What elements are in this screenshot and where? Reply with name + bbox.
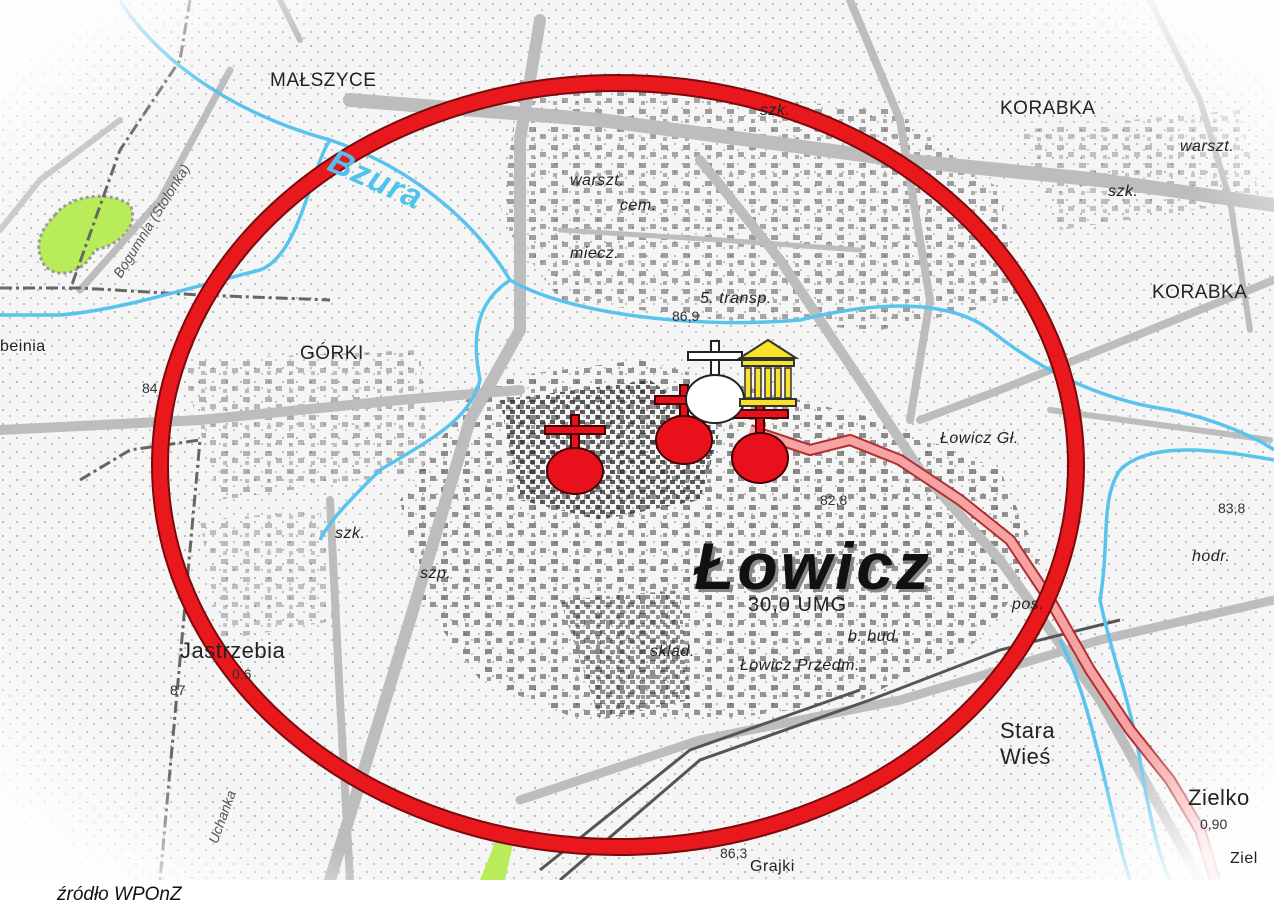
city-name-label: Łowicz	[694, 529, 933, 603]
feature-label: szk.	[335, 525, 366, 542]
feature-label: hodr.	[1192, 548, 1231, 565]
feature-label: szp.	[420, 565, 452, 582]
place-label: beinia	[0, 338, 46, 355]
feature-label: warszt.	[1180, 138, 1235, 155]
place-label: Ziel	[1230, 850, 1258, 867]
place-label: Łowicz Przedm.	[740, 657, 860, 674]
feature-label: sklad.	[650, 643, 695, 660]
feature-label: miecz.	[570, 245, 620, 262]
place-label: KORABKA	[1000, 98, 1096, 119]
map-canvas	[0, 0, 1274, 880]
place-label: Jastrzebia	[180, 638, 286, 663]
elevation-label: 0,90	[1200, 816, 1228, 832]
elevation-label: 86,3	[720, 845, 748, 861]
elevation-label: 82,8	[820, 492, 848, 508]
place-label: MAŁSZYCE	[270, 70, 377, 91]
place-label: Grajki	[750, 858, 795, 875]
city-population-label: 30,0 UMG	[748, 594, 848, 616]
place-label: Wieś	[1000, 744, 1051, 769]
elevation-label: 87	[170, 682, 186, 698]
elevation-label: 84	[142, 380, 158, 396]
elevation-label: 83,8	[1218, 500, 1246, 516]
place-label: Stara	[1000, 718, 1056, 743]
source-caption: źródło WPOnZ	[57, 884, 182, 905]
place-label: GÓRKI	[300, 343, 364, 364]
feature-label: szk.	[1108, 183, 1139, 200]
feature-label: cem.	[620, 197, 657, 214]
feature-label: 5. transp.	[700, 290, 772, 307]
place-label: Łowicz Gł.	[940, 430, 1019, 447]
place-label: KORABKA	[1152, 282, 1248, 303]
feature-label: pos.	[1012, 596, 1045, 613]
elevation-label: 86,9	[672, 308, 700, 324]
map-area: Bzura Bogumnia (Stolonka) Uchanka MAŁSZY…	[0, 0, 1274, 880]
place-label: Zielko	[1188, 785, 1250, 810]
feature-label: b. bud.	[848, 628, 901, 645]
feature-label: szk.	[760, 102, 791, 119]
feature-label: warszt.	[570, 172, 625, 189]
elevation-label: 0,6	[232, 666, 252, 682]
